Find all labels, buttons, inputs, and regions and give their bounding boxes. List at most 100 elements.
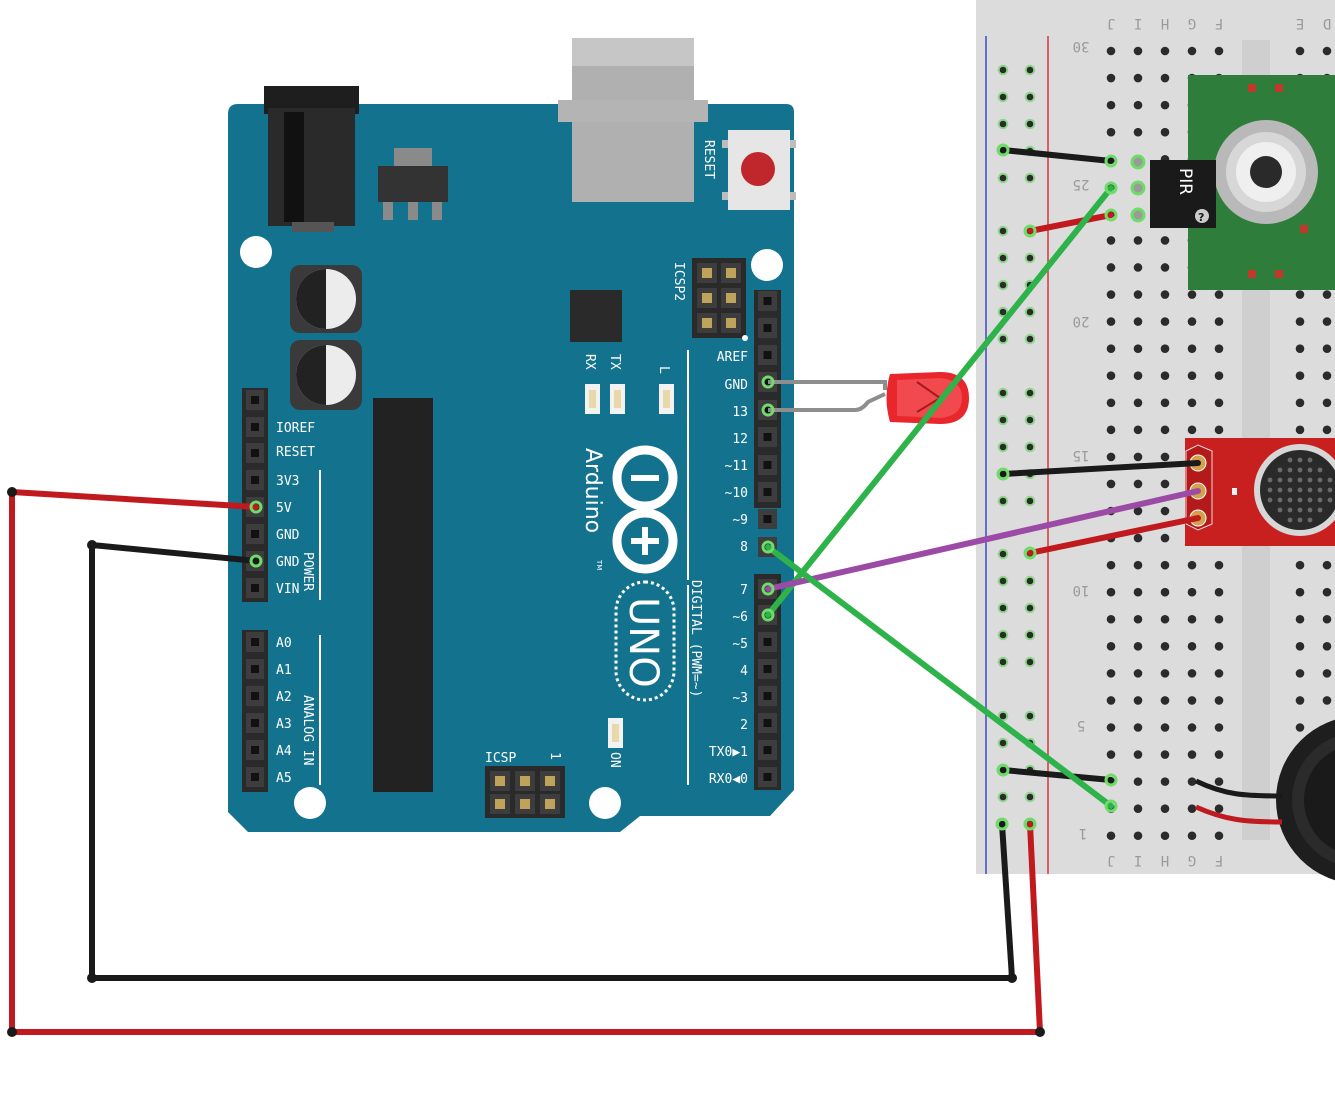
header-pin-hole (251, 530, 259, 538)
wires (7, 143, 1201, 1037)
row-number: 15 (1073, 447, 1090, 463)
breadboard-hole (1160, 804, 1170, 813)
row-number: 25 (1073, 176, 1090, 192)
rail-hole (997, 279, 1009, 291)
breadboard-hole (1214, 371, 1224, 381)
microphone-module (1185, 438, 1335, 546)
breadboard-hole (1187, 425, 1197, 435)
breadboard-hole (1160, 587, 1170, 597)
rail-hole (1024, 172, 1036, 184)
mounting-hole (751, 249, 783, 281)
wire-endpoint (1023, 224, 1037, 238)
wire-endpoint (996, 467, 1010, 481)
breadboard-hole (1106, 263, 1116, 272)
breadboard-hole (1295, 560, 1305, 570)
breadboard-hole (1295, 425, 1305, 435)
col-letter: I (1134, 15, 1142, 31)
breadboard-hole (1187, 371, 1197, 381)
rail-hole (997, 548, 1009, 560)
breadboard-hole (1187, 46, 1197, 56)
rail-hole (997, 306, 1009, 318)
breadboard-hole (1106, 100, 1116, 110)
capacitor (290, 340, 362, 410)
breadboard-hole (1160, 371, 1170, 381)
header-pin-hole (763, 746, 772, 754)
mic-mesh-dot (1287, 507, 1293, 513)
pin-label: 13 (732, 405, 748, 420)
wire-mic-signal (765, 488, 1201, 592)
wire-bend (1035, 1027, 1045, 1037)
breadboard-hole (1214, 560, 1224, 570)
breadboard-hole (1295, 317, 1305, 326)
breadboard-hole (1295, 669, 1305, 678)
mic-mesh-dot (1297, 517, 1303, 523)
rail-hole (1024, 64, 1036, 76)
wire-pir-signal (765, 185, 1114, 618)
mic-mesh-dot (1317, 497, 1323, 503)
breadboard-hole (1133, 100, 1143, 110)
header-pin-hole (763, 351, 772, 359)
breadboard-hole (1160, 290, 1170, 299)
breadboard-hole (1322, 669, 1332, 678)
mic-mesh-dot (1307, 487, 1313, 493)
breadboard-hole (1214, 669, 1224, 678)
header-pin-hole (763, 324, 772, 332)
wire-bend (87, 973, 97, 983)
pin-label: ~9 (732, 513, 748, 528)
breadboard-hole (1160, 479, 1170, 489)
mic-mesh-dot (1317, 507, 1323, 513)
arduino-uno-board: RESET ICSP2 RX TX L ON (228, 38, 796, 832)
breadboard-hole (1187, 344, 1197, 353)
mic-mesh-dot (1267, 497, 1273, 503)
breadboard-hole (1187, 669, 1197, 678)
wire-endpoint (1104, 154, 1118, 168)
reset-button-cap[interactable] (741, 152, 775, 186)
rail-hole (1024, 387, 1036, 399)
breadboard-hole (1214, 46, 1224, 56)
breadboard-hole (1133, 777, 1143, 786)
breadboard-hole (1133, 696, 1143, 705)
breadboard-hole (1187, 317, 1197, 326)
header-pin-hole (763, 297, 772, 305)
pin-label: RESET (276, 445, 315, 460)
power-label: POWER (300, 552, 315, 591)
breadboard-hole (1295, 723, 1305, 732)
row-number: 1 (1079, 825, 1087, 841)
uno-badge (614, 580, 676, 702)
rail-hole (997, 387, 1009, 399)
mic-mesh-dot (1287, 467, 1293, 473)
digital-pin-labels-top: AREF GND 13 12 ~11 ~10 ~9 8 (717, 350, 748, 555)
col-letter: F (1215, 15, 1223, 31)
wire-buzzer-gnd (1000, 767, 1114, 783)
mic-mesh-dot (1307, 517, 1313, 523)
breadboard-hole (1160, 560, 1170, 570)
breadboard-hole (1106, 371, 1116, 381)
breadboard-hole (1106, 696, 1116, 705)
col-letter: F (1215, 852, 1223, 868)
breadboard-hole (1133, 73, 1143, 83)
tx-label: TX (607, 354, 622, 370)
breadboard-hole (1133, 587, 1143, 597)
breadboard-hole (1295, 696, 1305, 705)
pin-label: A5 (276, 771, 292, 786)
breadboard-hole (1133, 750, 1143, 759)
wire-bend (1007, 973, 1017, 983)
rail-hole (997, 791, 1009, 803)
mic-mesh-dot (1267, 487, 1273, 493)
wire-endpoint (996, 763, 1010, 777)
rail-hole (997, 333, 1009, 345)
pin-label: 12 (732, 432, 748, 447)
row-number: 20 (1073, 313, 1090, 329)
breadboard-hole (1322, 317, 1332, 326)
header-pin-hole (251, 396, 259, 404)
breadboard-hole (1133, 669, 1143, 678)
wire-mic-vcc (1027, 515, 1201, 556)
breadboard-hole (1160, 425, 1170, 435)
rail-hole (1024, 575, 1036, 587)
breadboard-hole (1295, 642, 1305, 651)
breadboard-hole (1187, 804, 1197, 813)
mic-mesh-dot (1307, 467, 1313, 473)
rail-hole (1024, 441, 1036, 453)
mic-mesh-dot (1297, 507, 1303, 513)
breadboard-hole (1214, 290, 1224, 299)
